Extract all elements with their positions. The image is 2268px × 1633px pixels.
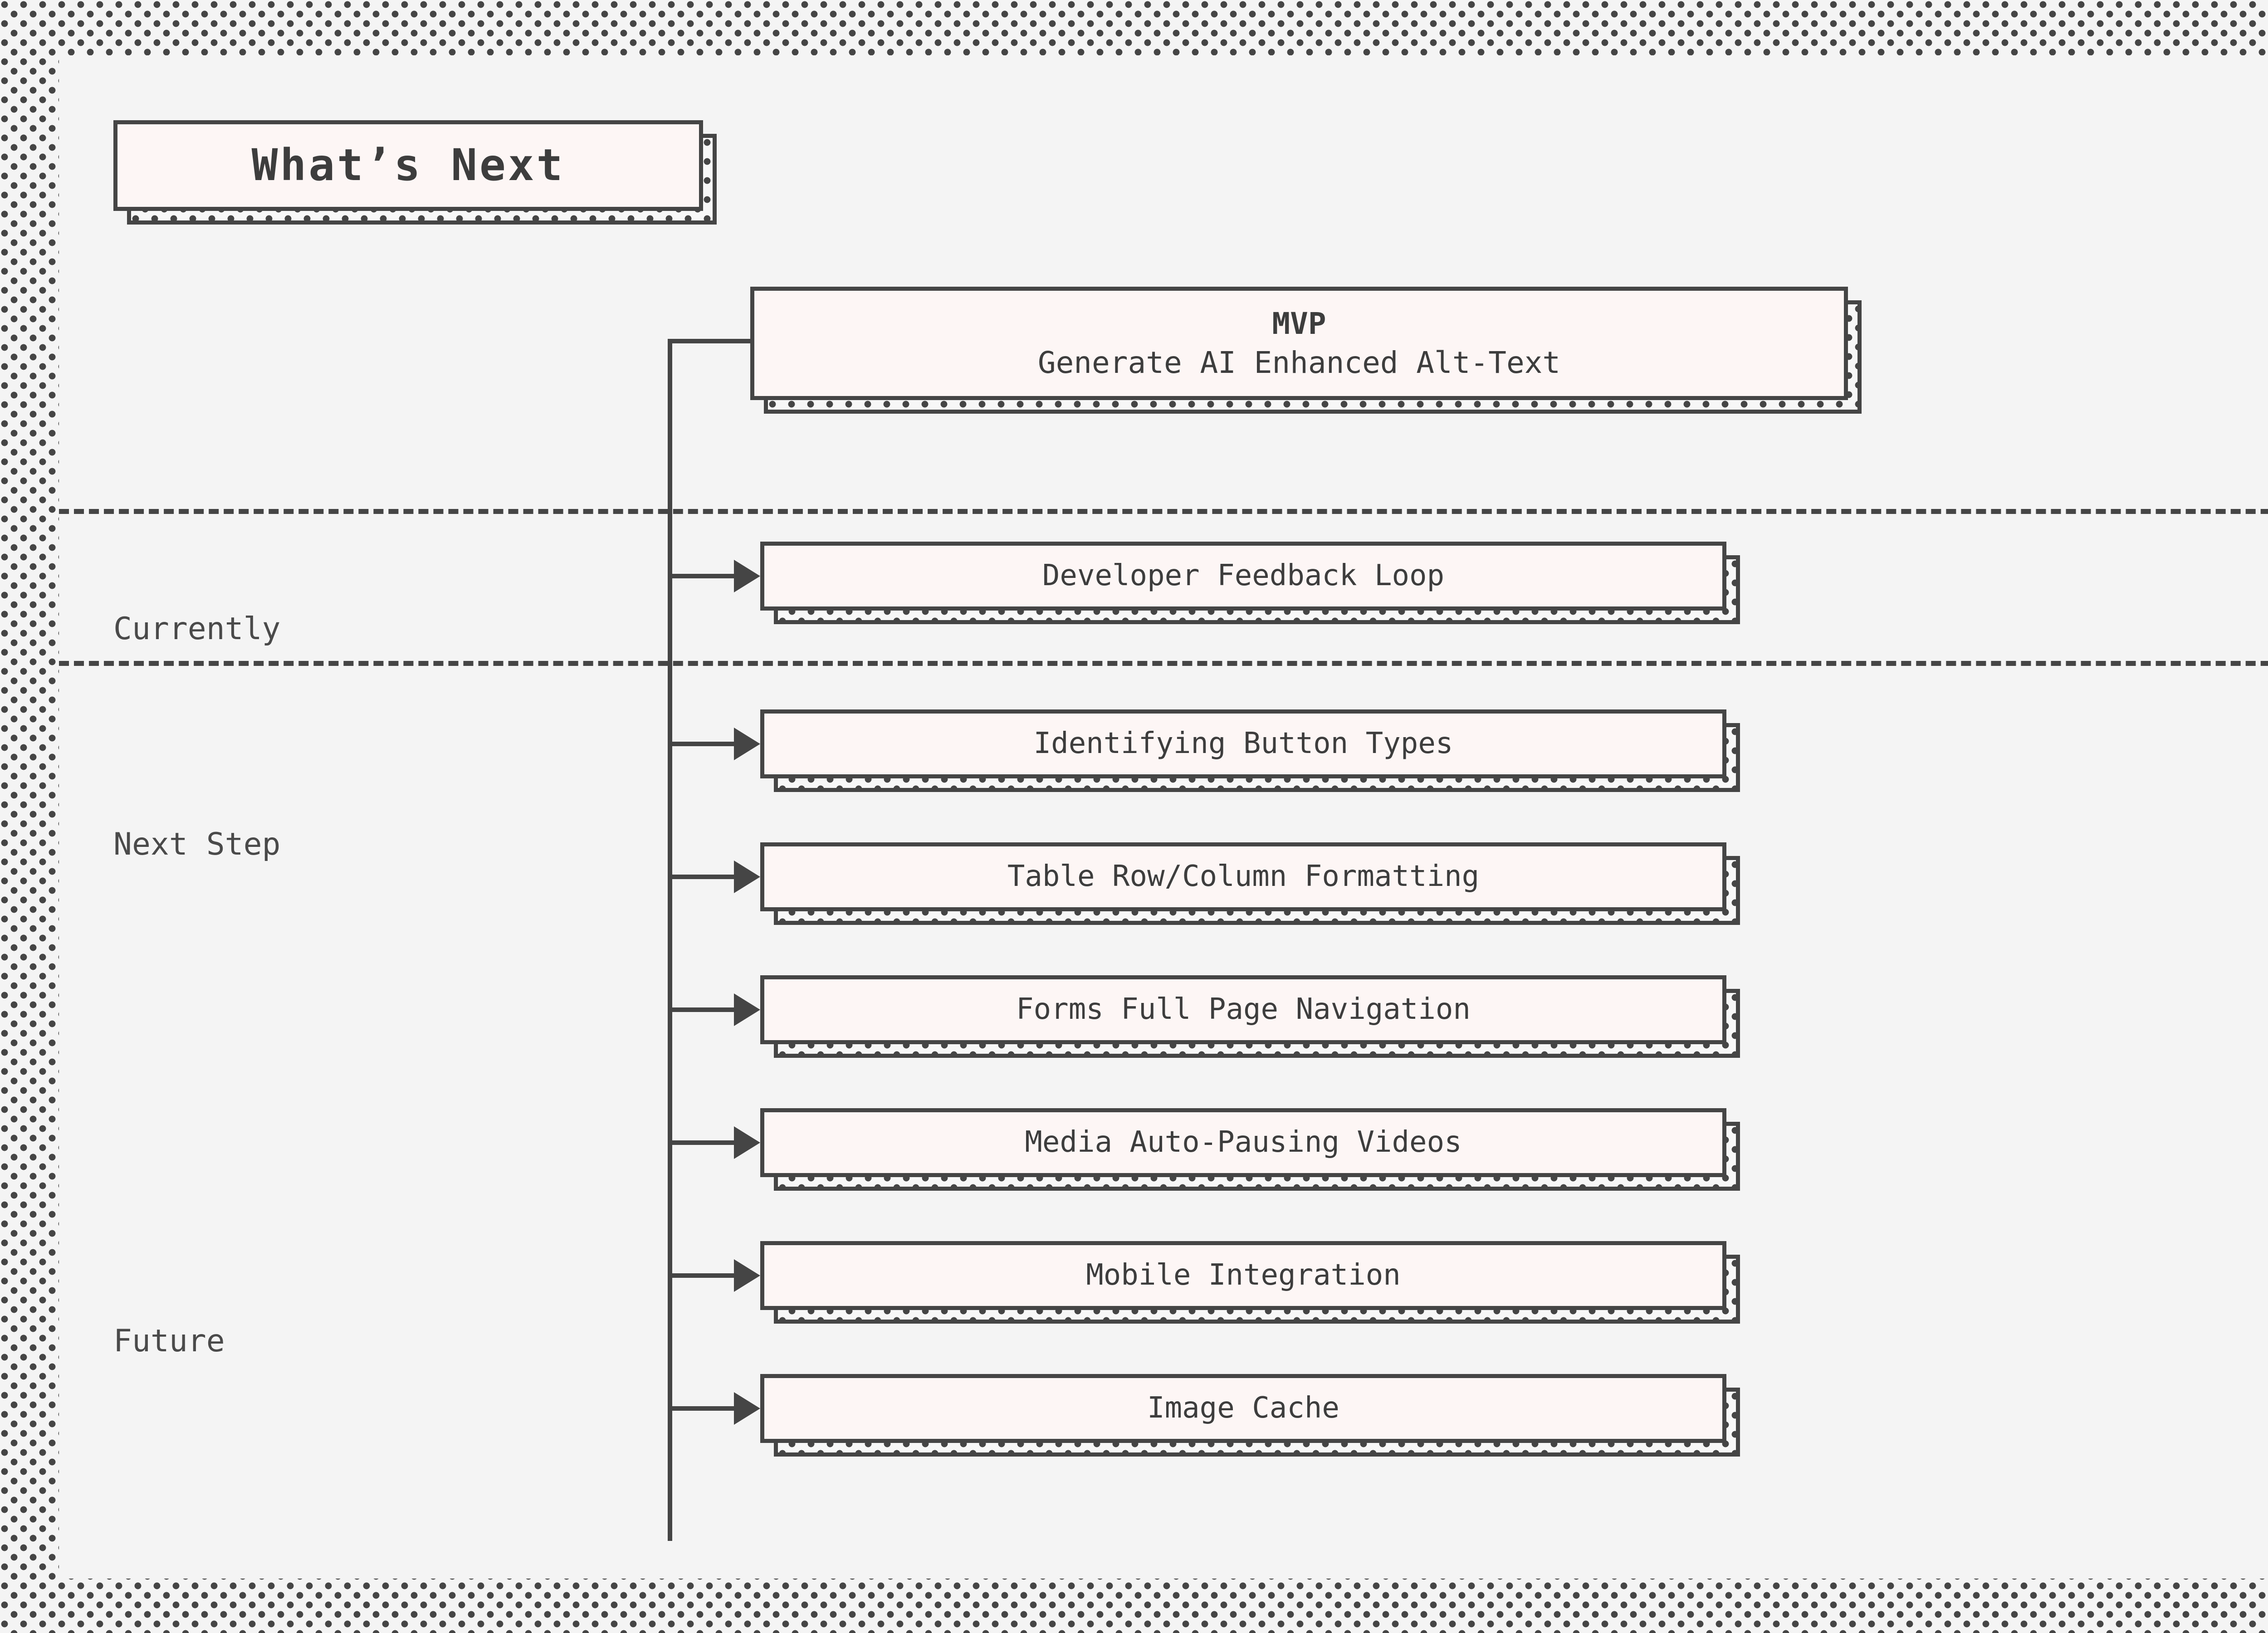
item-card-label: Media Auto-Pausing Videos (760, 1108, 1726, 1177)
arrowhead-icon-2 (734, 861, 760, 893)
arrowhead-icon-5 (734, 1259, 760, 1292)
item-card-identifying-button-types: Identifying Button Types (760, 709, 1740, 792)
row-label-future: Future (113, 1323, 225, 1359)
item-card-label: Mobile Integration (760, 1241, 1726, 1310)
title-card: What’s Next (113, 120, 717, 225)
item-card-label: Forms Full Page Navigation (760, 975, 1726, 1044)
item-card-forms-full-page-navigation: Forms Full Page Navigation (760, 975, 1740, 1058)
connector-branch-6 (668, 1406, 740, 1411)
mvp-card: MVP Generate AI Enhanced Alt-Text (750, 287, 1862, 414)
connector-branch-4 (668, 1140, 740, 1145)
connector-branch-0 (668, 574, 740, 578)
item-card-label: Image Cache (760, 1374, 1726, 1443)
page-title: What’s Next (113, 120, 703, 211)
diagram-panel: What’s Next Currently Next Step Future M… (59, 55, 2268, 1579)
item-card-mobile-integration: Mobile Integration (760, 1241, 1740, 1324)
arrowhead-icon-4 (734, 1126, 760, 1159)
item-card-media-auto-pausing-videos: Media Auto-Pausing Videos (760, 1108, 1740, 1191)
item-card-label: Identifying Button Types (760, 709, 1726, 778)
divider-nextstep-future (59, 661, 2268, 666)
connector-trunk (668, 341, 672, 1541)
item-card-image-cache: Image Cache (760, 1374, 1740, 1457)
arrowhead-icon-0 (734, 560, 760, 592)
row-label-currently: Currently (113, 611, 281, 647)
connector-branch-5 (668, 1273, 740, 1278)
item-card-label: Table Row/Column Formatting (760, 842, 1726, 911)
arrowhead-icon-1 (734, 728, 760, 760)
mvp-heading: MVP (1272, 306, 1326, 342)
connector-branch-1 (668, 742, 740, 746)
arrowhead-icon-3 (734, 993, 760, 1026)
connector-branch-2 (668, 875, 740, 879)
connector-branch-mvp (668, 339, 756, 343)
arrowhead-icon-6 (734, 1392, 760, 1425)
connector-branch-3 (668, 1007, 740, 1012)
row-label-next-step: Next Step (113, 826, 281, 862)
item-card-table-row-column-formatting: Table Row/Column Formatting (760, 842, 1740, 925)
divider-currently-nextstep (59, 509, 2268, 514)
item-card-label: Developer Feedback Loop (760, 542, 1726, 611)
item-card-developer-feedback-loop: Developer Feedback Loop (760, 542, 1740, 624)
mvp-subheading: Generate AI Enhanced Alt-Text (1037, 345, 1561, 380)
